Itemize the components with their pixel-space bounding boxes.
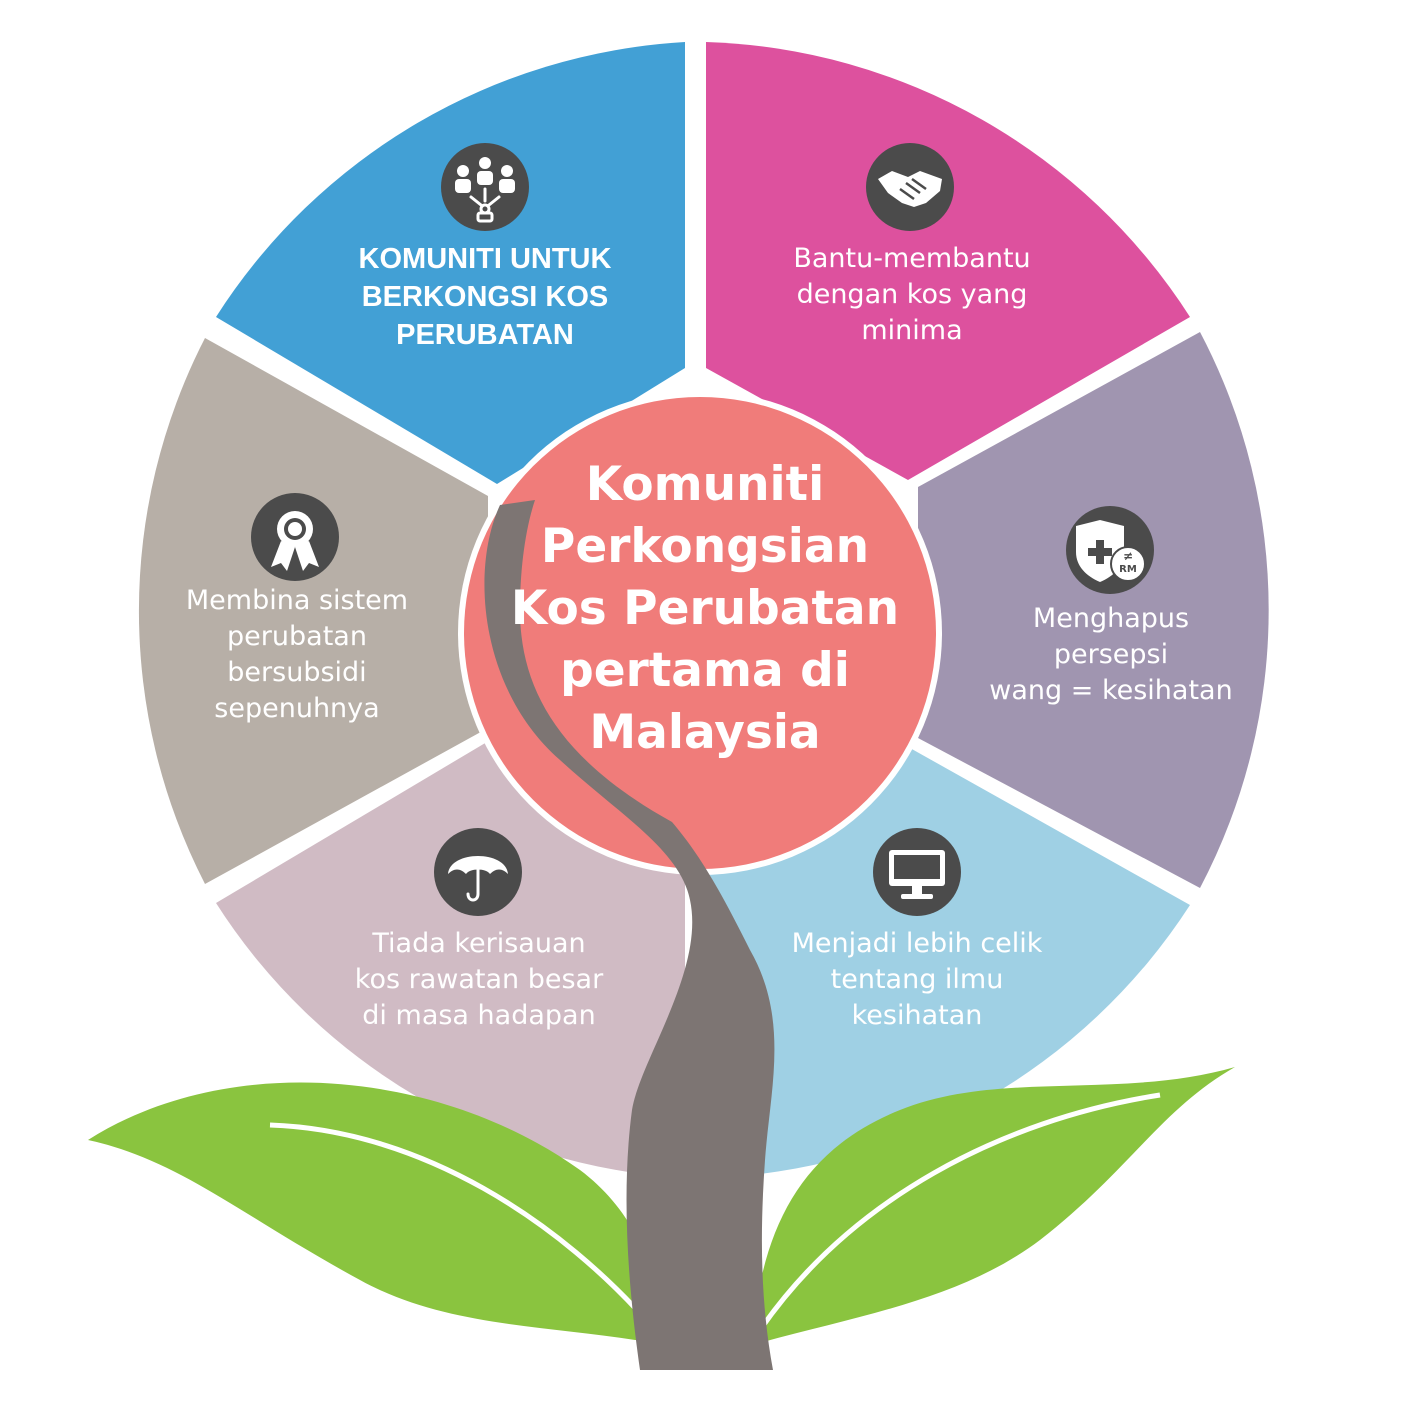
segment-top-left-line-3: PERUBATAN [396, 319, 574, 351]
leaves [88, 1067, 1235, 1345]
center-title: Komuniti Perkongsian Kos Perubatan perta… [511, 457, 899, 760]
handshake-icon [866, 143, 954, 231]
center-title-line-1: Komuniti [586, 457, 824, 512]
award-ribbon-icon [251, 493, 339, 581]
segment-text-bottom-right: Menjadi lebih celik tentang ilmu kesihat… [792, 928, 1043, 1031]
segment-left-line-4: sepenuhnya [214, 693, 379, 724]
segment-left-line-3: bersubsidi [227, 657, 366, 688]
segment-text-top-left: KOMUNITI UNTUK BERKONGSI KOS PERUBATAN [359, 243, 612, 351]
trunk [484, 500, 775, 1370]
segment-left-line-1: Membina sistem [186, 585, 408, 616]
segment-top-right-line-2: dengan kos yang [797, 279, 1028, 310]
segments [138, 42, 1269, 1178]
segment-bottom-left-line-1: Tiada kerisauan [371, 928, 585, 959]
monitor-icon [873, 828, 961, 916]
center-circle [464, 397, 936, 869]
svg-text:≠: ≠ [1123, 549, 1133, 563]
center-title-line-4: pertama di [560, 643, 850, 698]
segment-top-right [706, 42, 1190, 480]
segment-top-left [216, 42, 685, 484]
svg-text:RM: RM [1119, 564, 1137, 575]
center-title-line-2: Perkongsian [541, 519, 869, 574]
center-title-line-5: Malaysia [589, 705, 820, 760]
segment-left-line-2: perubatan [227, 621, 367, 652]
segment-top-right-line-1: Bantu-membantu [793, 243, 1030, 274]
segment-bottom-right-line-2: tentang ilmu [831, 964, 1004, 995]
segment-bottom-left [216, 736, 685, 1178]
segment-right-line-2: persepsi [1054, 639, 1168, 670]
segment-bottom-right-line-1: Menjadi lebih celik [792, 928, 1043, 959]
segment-bottom-left-line-2: kos rawatan besar [355, 964, 604, 995]
center-title-line-3: Kos Perubatan [511, 581, 899, 636]
segment-right-line-3: wang = kesihatan [989, 675, 1232, 706]
health-not-equal-money-icon: RM ≠ [1066, 506, 1154, 594]
segment-top-left-line-1: KOMUNITI UNTUK [359, 243, 612, 275]
segment-top-right-line-3: minima [861, 315, 962, 346]
segment-right [918, 332, 1269, 888]
segment-bottom-left-line-3: di masa hadapan [362, 1000, 595, 1031]
segment-text-top-right: Bantu-membantu dengan kos yang minima [793, 243, 1030, 346]
segment-text-left: Membina sistem perubatan bersubsidi sepe… [186, 585, 408, 724]
segment-bottom-right [706, 748, 1190, 1178]
segment-right-line-1: Menghapus [1033, 603, 1189, 634]
segment-text-bottom-left: Tiada kerisauan kos rawatan besar di mas… [355, 928, 604, 1031]
community-icon [441, 143, 529, 231]
left-leaf [88, 1082, 665, 1345]
right-leaf-vein [757, 1092, 1161, 1332]
segment-bottom-right-line-3: kesihatan [852, 1000, 983, 1031]
segment-text-right: Menghapus persepsi wang = kesihatan [989, 603, 1232, 706]
segment-left [138, 338, 488, 884]
left-leaf-vein [269, 1122, 657, 1332]
segment-top-left-line-2: BERKONGSI KOS [362, 281, 609, 313]
umbrella-icon [434, 828, 522, 916]
right-leaf [752, 1067, 1235, 1345]
